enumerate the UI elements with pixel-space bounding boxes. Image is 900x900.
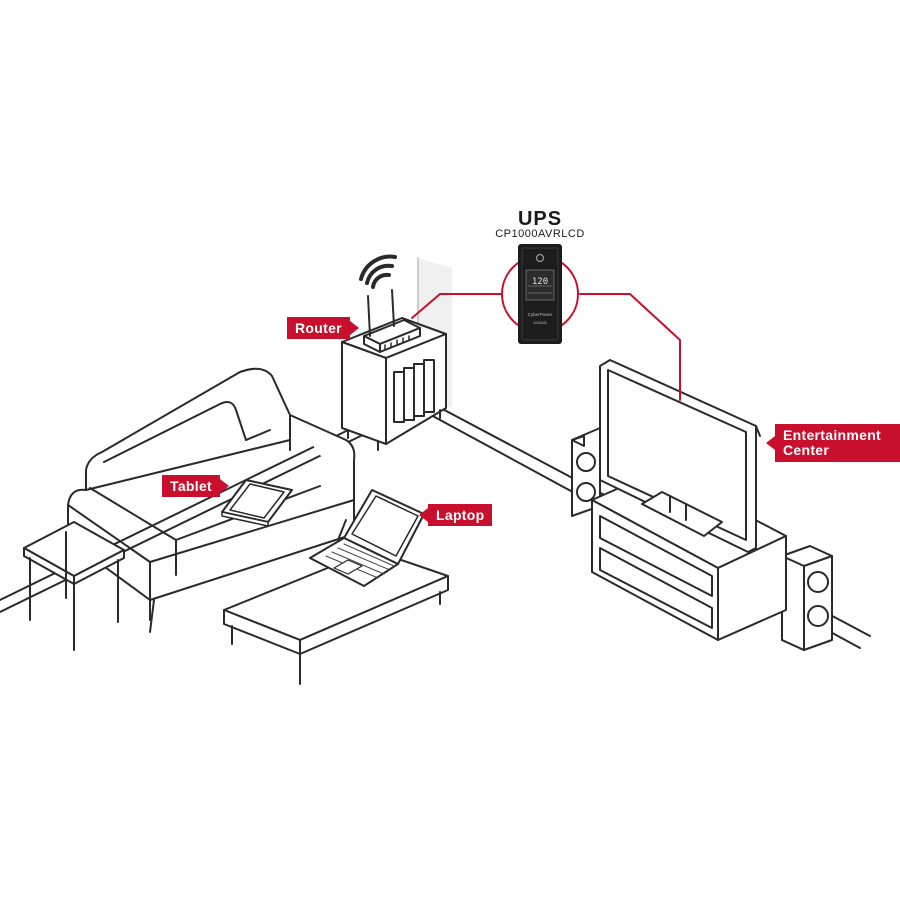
ups-model: CP1000AVRLCD: [495, 228, 585, 240]
table-icon: [223, 549, 449, 685]
side-table: [23, 521, 125, 651]
sofa-icon: [67, 367, 356, 633]
laptop-icon: [309, 489, 425, 587]
tablet-label: Tablet: [162, 475, 229, 497]
router-shelf: [341, 317, 447, 451]
ups-title: UPS: [517, 208, 563, 230]
router-icon: [363, 289, 421, 353]
ups-brand-text: CyberPower: [528, 312, 553, 317]
tv-icon: [599, 359, 761, 553]
ups-icon: 120 CyberPower 1000VA: [518, 244, 562, 344]
wifi-icon: [359, 254, 397, 289]
speaker-icon: [781, 545, 833, 651]
tablet-icon: [221, 479, 293, 527]
ups-capacity-text: 1000VA: [533, 320, 547, 325]
power-connections: [411, 293, 681, 401]
entertainment-center-label: Entertainment Center: [766, 424, 900, 462]
laptop-label: Laptop: [418, 504, 493, 526]
speaker-icon: [571, 427, 601, 517]
router-label: Router: [287, 317, 359, 339]
ups-display-value: 120: [532, 277, 548, 287]
